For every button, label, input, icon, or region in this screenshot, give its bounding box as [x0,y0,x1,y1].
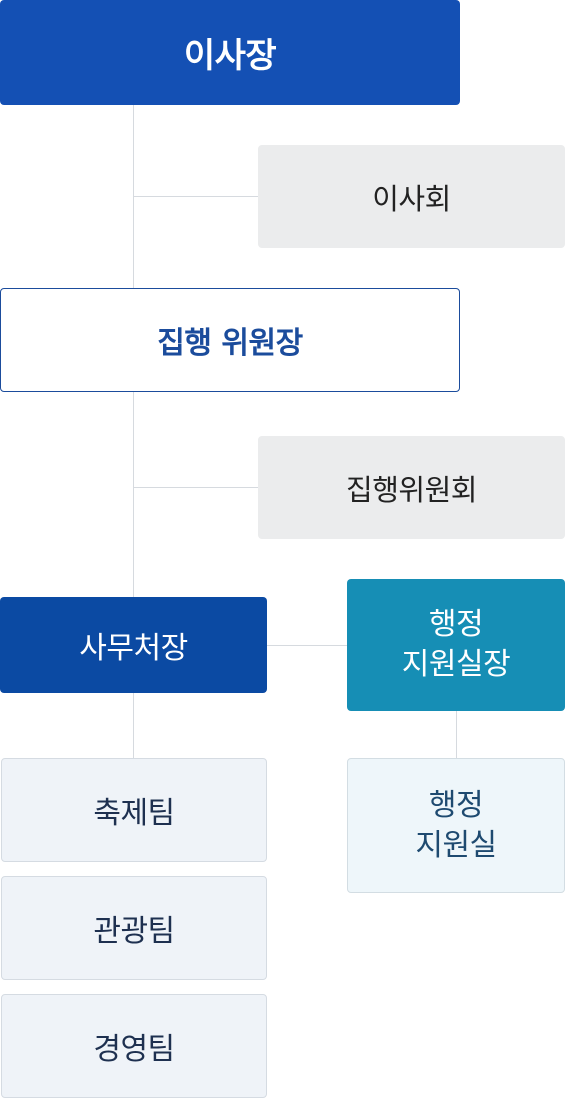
node-team-festival: 축제팀 [1,758,267,862]
node-team-management: 경영팀 [1,994,267,1098]
connector-main-vertical-1 [133,105,134,288]
connector-main-vertical-2 [133,392,134,597]
node-executive-committee-label: 집행위원회 [346,472,477,507]
node-secretary-general: 사무처장 [0,597,267,693]
node-board-label: 이사회 [372,181,451,216]
node-executive-chair: 집행 위원장 [0,288,460,392]
connector-secretary-to-teams [133,693,134,758]
node-team-tourism: 관광팀 [1,876,267,980]
node-team-tourism-label: 관광팀 [93,914,175,949]
node-secretary-general-label: 사무처장 [79,631,188,666]
node-team-festival-label: 축제팀 [93,796,175,831]
connector-secretary-to-admin [267,645,347,646]
node-executive-chair-label: 집행 위원장 [157,326,303,361]
node-team-management-label: 경영팀 [93,1032,175,1067]
connector-admin-head-to-office [456,711,457,758]
node-chairman-label: 이사장 [183,36,277,76]
node-admin-support-head-line1: 행정 [428,607,484,642]
node-admin-support-head-line2: 지원실장 [401,647,511,682]
node-chairman: 이사장 [0,0,460,105]
node-board: 이사회 [258,145,565,248]
connector-committee-branch [134,487,258,488]
node-admin-support-office-line1: 행정 [428,787,484,823]
node-admin-support-office: 행정 지원실 [347,758,565,893]
node-admin-support-office-line2: 지원실 [415,827,497,863]
node-executive-committee: 집행위원회 [258,436,565,539]
connector-board-branch [134,196,258,197]
node-admin-support-head: 행정 지원실장 [347,579,565,711]
